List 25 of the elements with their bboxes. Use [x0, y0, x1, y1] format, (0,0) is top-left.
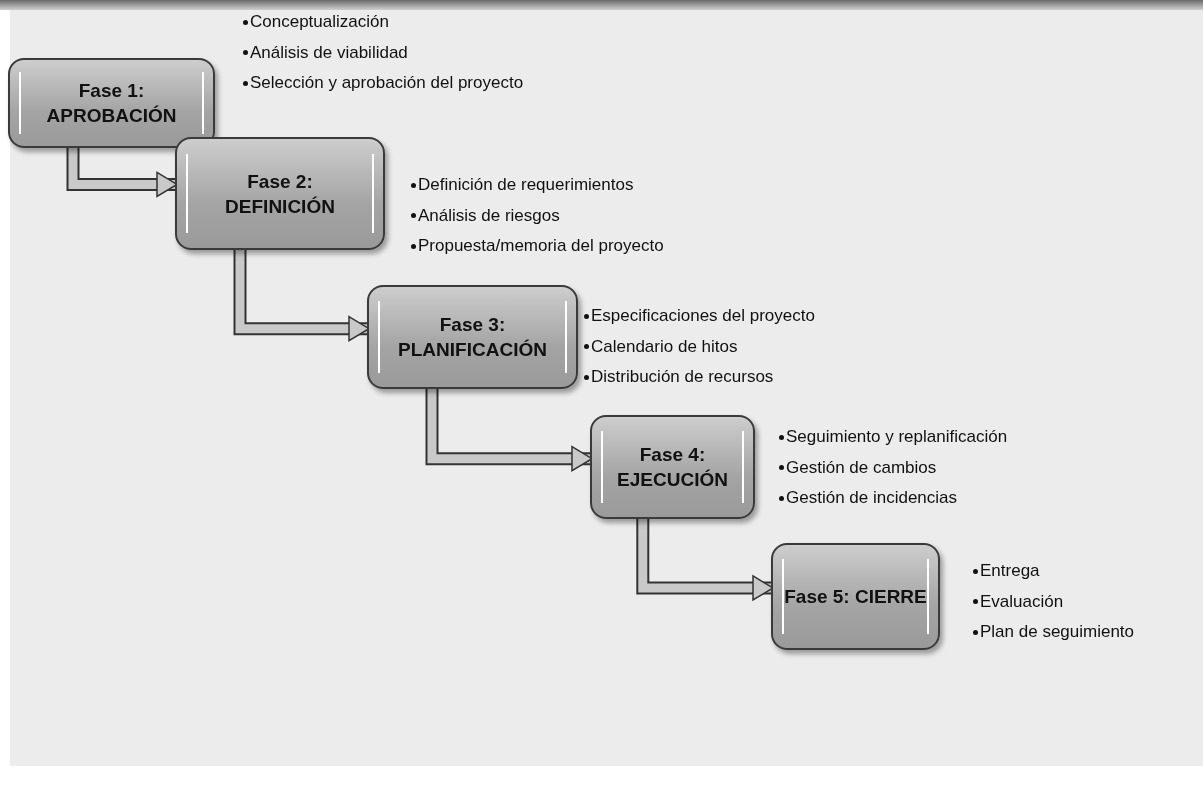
phase-title: Fase 2: DEFINICIÓN — [224, 169, 336, 219]
bullet-item: Distribución de recursos — [591, 367, 774, 387]
phase-title: Fase 1: APROBACIÓN — [45, 79, 178, 128]
bullet-item: Seguimiento y replanificación — [786, 427, 1008, 447]
phase-box — [8, 58, 215, 148]
bullet-item: Definición de requerimientos — [418, 175, 634, 195]
bullet-item: Conceptualización — [250, 12, 389, 32]
bullet-item: Especificaciones del proyecto — [591, 306, 815, 326]
phase-title: Fase 4: EJECUCIÓN — [616, 443, 729, 492]
bullet-item: Plan de seguimiento — [980, 622, 1135, 642]
bullet-item: Análisis de riesgos — [418, 205, 560, 226]
bullet-item: Análisis de viabilidad — [250, 42, 408, 63]
phase-title: Fase 3: PLANIFICACIÓN — [397, 313, 548, 362]
bullet-item: Entrega — [980, 561, 1040, 581]
phase-title: Fase 5: CIERRE — [784, 585, 927, 609]
phase-box — [175, 137, 385, 250]
phase-box — [771, 543, 940, 650]
bullet-item: Gestión de incidencias — [786, 488, 958, 508]
phase-box — [367, 285, 578, 389]
bullet-item: Propuesta/memoria del proyecto — [418, 236, 664, 256]
bullet-item: Gestión de cambios — [786, 457, 937, 478]
phase-box — [590, 415, 755, 519]
bullet-item: Selección y aprobación del proyecto — [250, 73, 524, 93]
bullet-item: Evaluación — [980, 591, 1064, 612]
bullet-item: Calendario de hitos — [591, 336, 738, 357]
